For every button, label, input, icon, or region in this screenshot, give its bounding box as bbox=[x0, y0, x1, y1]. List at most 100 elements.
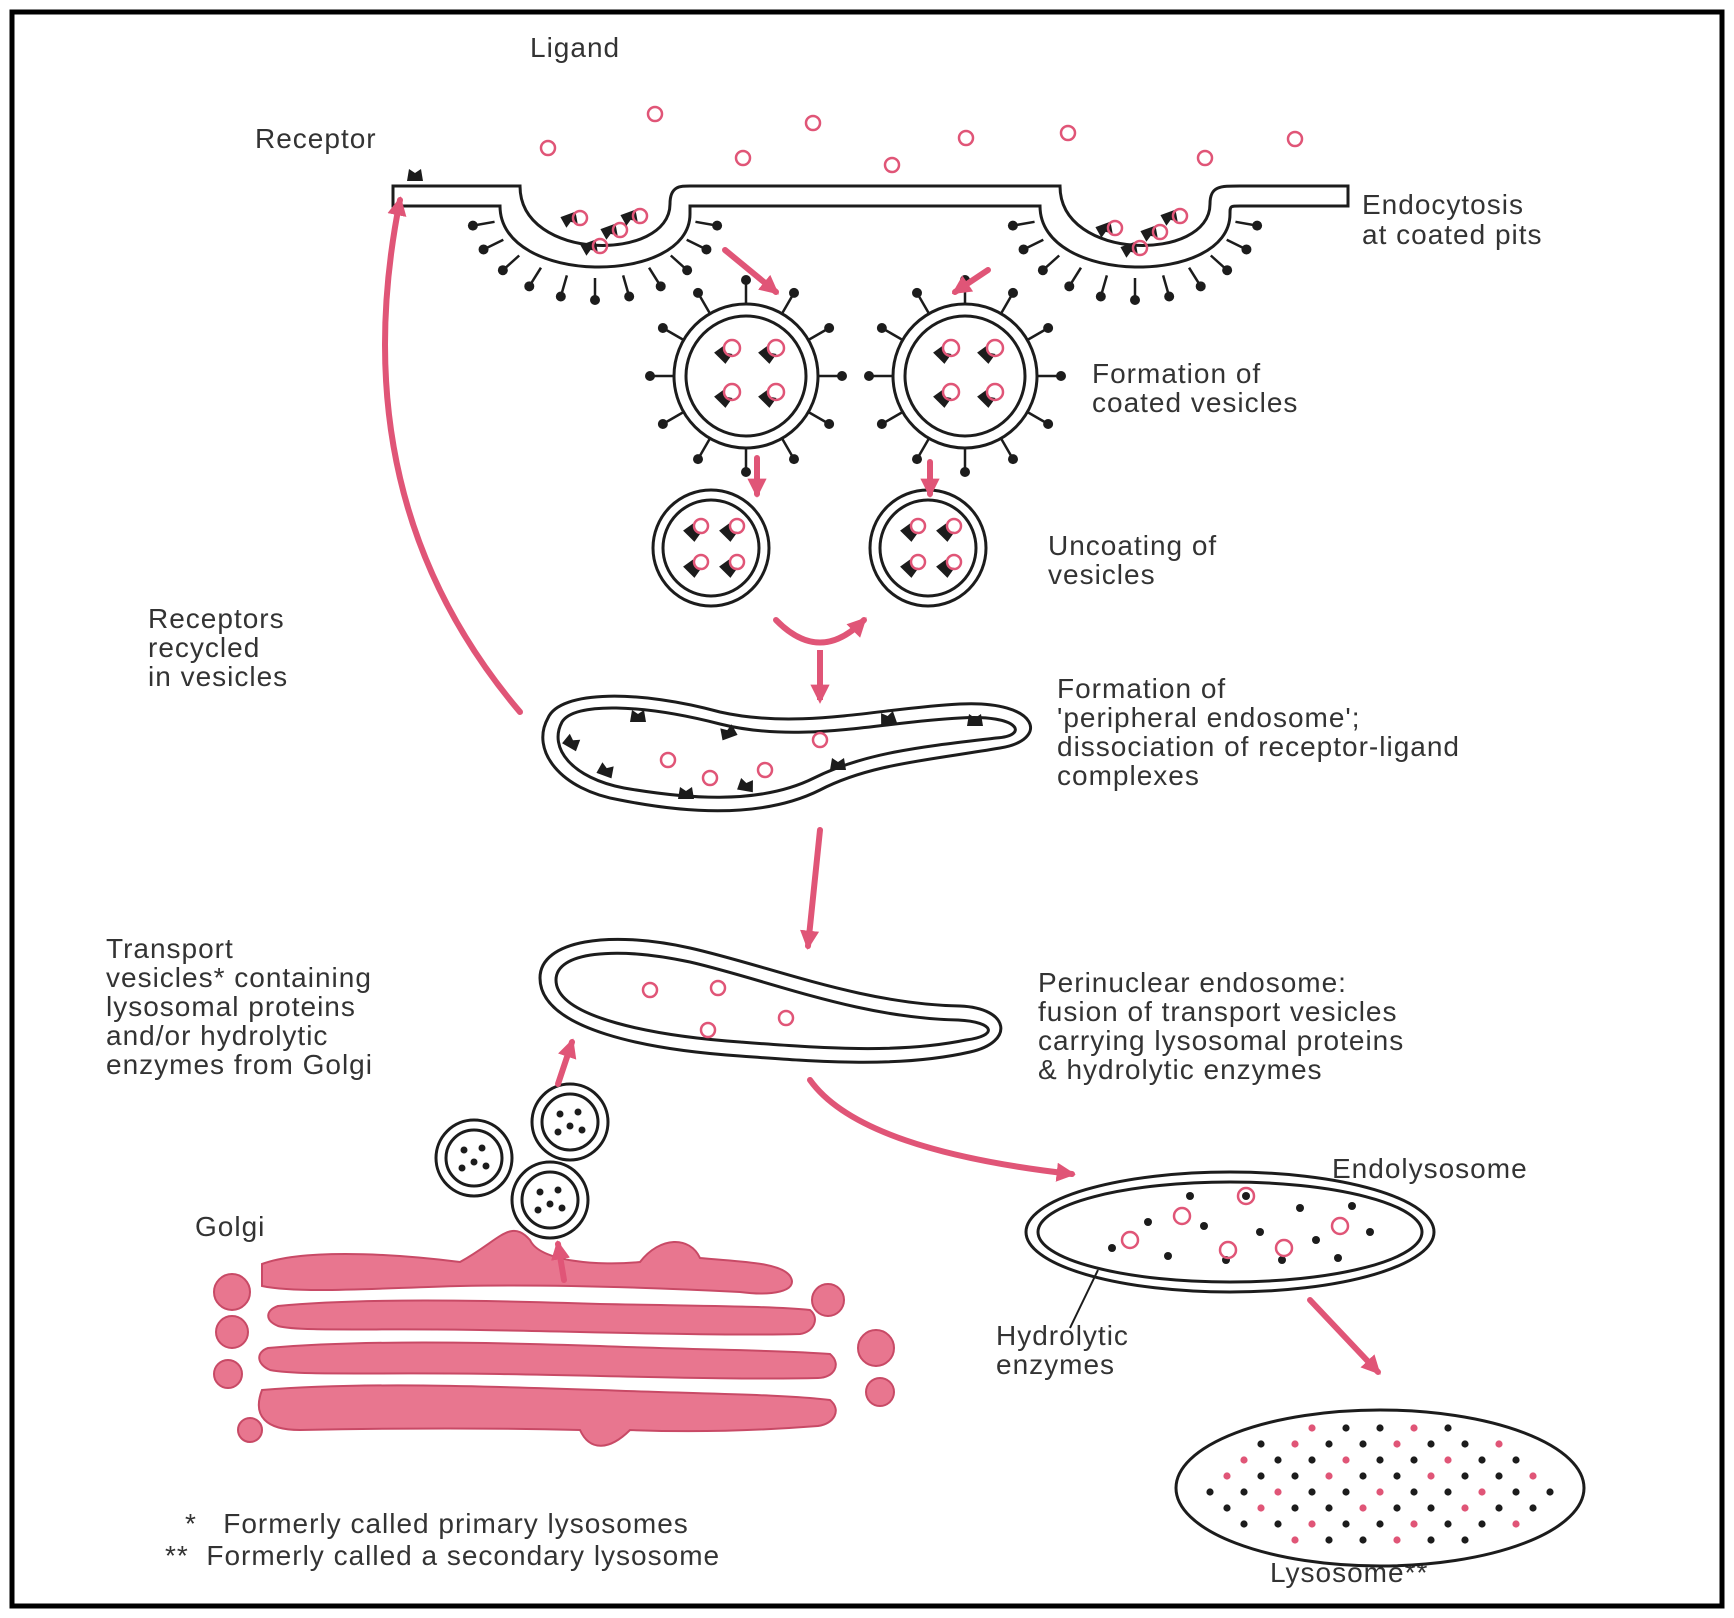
clathrin-knob bbox=[655, 281, 666, 292]
hydrolytic-enzyme bbox=[1256, 1228, 1264, 1236]
receptor-protein bbox=[936, 559, 955, 578]
receptor-protein bbox=[1140, 225, 1158, 242]
receptor-protein bbox=[933, 345, 952, 364]
lysosome-content bbox=[1359, 1440, 1367, 1448]
arrow-golgi-to-vesicle bbox=[551, 1240, 570, 1283]
receptor-protein bbox=[720, 724, 738, 741]
clathrin-knob bbox=[912, 287, 922, 298]
receptor-shape bbox=[596, 762, 614, 779]
coated-vesicles-label-2: coated vesicles bbox=[1092, 387, 1298, 418]
coated-vesicle-inner bbox=[903, 314, 1027, 438]
membrane-bilayer bbox=[391, 184, 1350, 269]
receptor-shape bbox=[900, 523, 919, 542]
receptor-shape bbox=[683, 559, 702, 578]
lysosome-content bbox=[1359, 1472, 1367, 1480]
ligand bbox=[1120, 1230, 1140, 1250]
hydrolytic-enzyme bbox=[1348, 1202, 1356, 1210]
receptor-protein bbox=[936, 523, 955, 542]
receptor-shape bbox=[600, 223, 618, 240]
clathrin-knob bbox=[1043, 323, 1054, 333]
coated-vesicle-outer bbox=[672, 302, 820, 450]
transport-vesicles-label-5: enzymes from Golgi bbox=[106, 1049, 373, 1080]
ligand bbox=[631, 207, 649, 225]
golgi-vesicle bbox=[237, 1417, 263, 1443]
footnote-secondary: ** Formerly called a secondary lysosome bbox=[165, 1540, 720, 1571]
golgi-vesicle bbox=[213, 1359, 243, 1389]
free-ligands bbox=[539, 105, 1304, 174]
clathrin-knob bbox=[1130, 295, 1140, 305]
endosomes bbox=[538, 694, 1586, 1568]
clathrin-knob bbox=[590, 295, 600, 305]
enzyme-dot bbox=[536, 1188, 544, 1196]
peripheral-endosome-label-3: dissociation of receptor-ligand bbox=[1057, 731, 1460, 762]
clathrin-knob bbox=[824, 323, 835, 333]
receptor-protein bbox=[562, 733, 581, 752]
ligand bbox=[641, 981, 659, 999]
hydrolytic-enzyme bbox=[1242, 1192, 1250, 1200]
lysosome-content bbox=[1291, 1440, 1299, 1448]
receptor-protein bbox=[407, 169, 423, 181]
lysosome-content bbox=[1410, 1520, 1418, 1528]
enzyme-dot bbox=[554, 1186, 562, 1194]
lysosome-content bbox=[1461, 1504, 1469, 1512]
footnote-primary: * Formerly called primary lysosomes bbox=[185, 1508, 689, 1539]
ligand bbox=[709, 979, 727, 997]
endolysosome-outer bbox=[1024, 1170, 1436, 1294]
enzyme-dot bbox=[534, 1206, 542, 1214]
lysosome-content bbox=[1308, 1424, 1316, 1432]
golgi-vesicle bbox=[213, 1273, 251, 1311]
ligand bbox=[1059, 124, 1077, 142]
enzyme-dot bbox=[578, 1126, 586, 1134]
golgi-label: Golgi bbox=[195, 1211, 265, 1242]
lysosome-content bbox=[1325, 1536, 1333, 1544]
clathrin-knob bbox=[1043, 419, 1054, 429]
hydrolytic-enzyme bbox=[1296, 1204, 1304, 1212]
vesicles bbox=[434, 275, 1066, 1240]
arrow-pit-to-vesicle-right bbox=[951, 267, 991, 295]
receptor-protein bbox=[737, 778, 753, 793]
ligand bbox=[722, 338, 742, 358]
ligand bbox=[811, 731, 829, 749]
hydrolytic-enzyme bbox=[1334, 1254, 1342, 1262]
plasma-membrane bbox=[391, 169, 1350, 305]
clathrin-knob bbox=[693, 454, 703, 465]
figure-frame bbox=[9, 9, 1725, 1609]
clathrin-knob bbox=[789, 287, 799, 298]
endolysosome-inner bbox=[1036, 1180, 1424, 1284]
clathrin-knob bbox=[1008, 454, 1018, 465]
lysosome-content bbox=[1257, 1504, 1265, 1512]
receptor-protein bbox=[900, 559, 919, 578]
golgi-vesicle bbox=[865, 1377, 895, 1407]
receptor-protein bbox=[967, 714, 983, 726]
clathrin-knob bbox=[912, 454, 922, 465]
ligand bbox=[945, 517, 963, 535]
ligand bbox=[985, 338, 1005, 358]
lysosome-membrane bbox=[1174, 1408, 1586, 1568]
receptor-shape bbox=[758, 345, 777, 364]
enzyme-dot bbox=[574, 1108, 582, 1116]
receptor-shape bbox=[1140, 225, 1158, 242]
clathrin-knob bbox=[497, 265, 508, 276]
receptor-shape bbox=[933, 389, 952, 408]
receptor-shape bbox=[683, 523, 702, 542]
arrow-receptor-recycling bbox=[382, 196, 523, 715]
receptor-protein bbox=[977, 389, 996, 408]
clathrin-knob bbox=[645, 371, 655, 381]
lysosome-content bbox=[1240, 1520, 1248, 1528]
clathrin-knob bbox=[1222, 265, 1233, 276]
lysosome-content bbox=[1376, 1424, 1384, 1432]
lysosome-content bbox=[1393, 1504, 1401, 1512]
receptor-shape bbox=[737, 778, 753, 793]
clathrin-knob bbox=[1037, 265, 1048, 276]
ligand bbox=[659, 751, 677, 769]
pathway-arrows bbox=[382, 196, 1381, 1375]
lysosome-content bbox=[1529, 1472, 1537, 1480]
receptor-shape bbox=[630, 710, 646, 722]
ligand bbox=[985, 382, 1005, 402]
ligand bbox=[1330, 1216, 1350, 1236]
lysosome-content bbox=[1359, 1504, 1367, 1512]
peripheral-endosome-label: Formation of bbox=[1057, 673, 1226, 704]
lysosome-content bbox=[1257, 1440, 1265, 1448]
clathrin-knob bbox=[682, 265, 693, 276]
